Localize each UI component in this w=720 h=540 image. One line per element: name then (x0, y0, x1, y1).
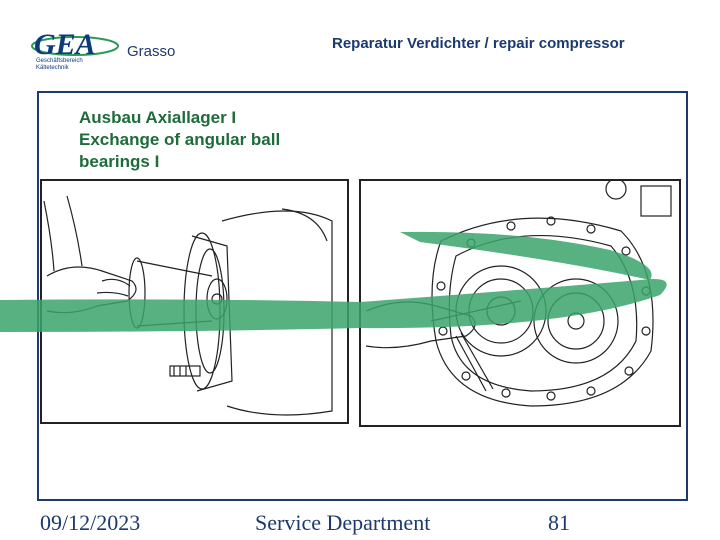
right-illustration (359, 179, 681, 427)
logo-subtitle: Geschäftsbereich Kältetechnik (36, 58, 83, 72)
compressor-bearing-removal-drawing-icon (43, 195, 333, 416)
footer-date: 09/12/2023 (40, 510, 141, 535)
logo-sub-line1: Geschäftsbereich (36, 58, 83, 64)
page-title: Reparatur Verdichter / repair compressor (332, 35, 625, 52)
footer-department: Service Department (255, 510, 431, 535)
section-title-en: Exchange of angular ball bearings I (79, 130, 281, 171)
left-illustration (40, 179, 349, 424)
compressor-end-cover-drawing-icon (365, 181, 672, 407)
footer-page-number: 81 (548, 510, 570, 535)
section-title-de: Ausbau Axiallager I (79, 108, 237, 127)
logo-sub-line2: Kältetechnik (36, 65, 69, 71)
brand-name: Grasso (127, 43, 176, 60)
section-title: Ausbau Axiallager I Exchange of angular … (79, 107, 339, 173)
gea-logo-icon: GEA (31, 30, 119, 61)
svg-text:GEA: GEA (34, 30, 96, 61)
